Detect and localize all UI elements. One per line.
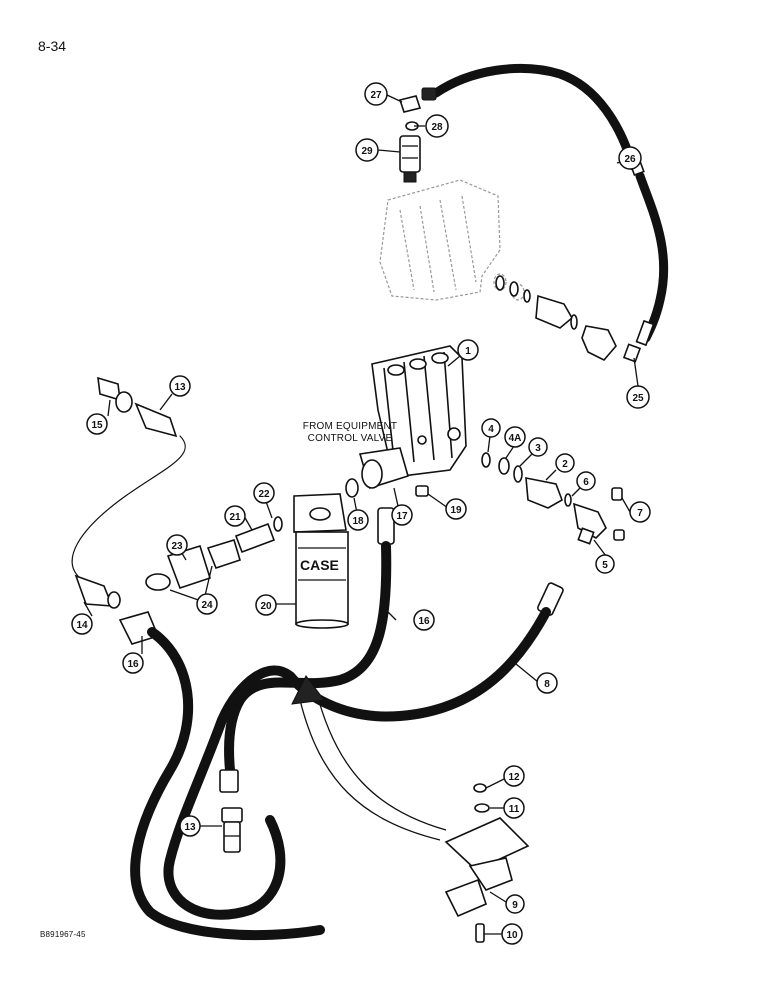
callout-4a: 4A — [504, 426, 526, 448]
callout-5: 5 — [595, 554, 615, 574]
clamp-assembly — [444, 783, 530, 943]
callout-4: 4 — [481, 418, 501, 438]
svg-text:14: 14 — [76, 620, 88, 631]
svg-text:29: 29 — [361, 146, 373, 157]
filter-brand-label: CASE — [300, 557, 339, 573]
callout-23: 23 — [166, 534, 188, 556]
callout-13-top: 13 — [169, 375, 191, 397]
svg-text:20: 20 — [260, 601, 272, 612]
svg-text:24: 24 — [201, 600, 213, 611]
callout-19: 19 — [445, 498, 467, 520]
svg-text:27: 27 — [370, 90, 382, 101]
svg-text:18: 18 — [352, 516, 364, 527]
callout-15: 15 — [86, 413, 108, 435]
hose-16-left — [118, 611, 325, 941]
svg-text:13: 13 — [184, 822, 196, 833]
svg-text:4A: 4A — [509, 433, 522, 444]
callout-9: 9 — [505, 894, 525, 914]
callout-16-center: 16 — [413, 609, 435, 631]
flow-note-line-1: FROM EQUIPMENT — [302, 421, 398, 432]
callout-3: 3 — [528, 437, 548, 457]
filter-inlet-fittings — [145, 516, 283, 591]
hose-26 — [421, 63, 669, 347]
svg-text:25: 25 — [632, 393, 644, 404]
hose-8 — [163, 582, 564, 920]
callout-2: 2 — [555, 453, 575, 473]
svg-text:10: 10 — [506, 930, 518, 941]
svg-text:15: 15 — [91, 420, 103, 431]
callout-20: 20 — [255, 594, 277, 616]
svg-text:23: 23 — [171, 541, 183, 552]
flow-note: FROM EQUIPMENT CONTROL VALVE — [280, 421, 420, 445]
svg-text:16: 16 — [127, 659, 139, 670]
svg-text:11: 11 — [509, 804, 520, 815]
callout-6: 6 — [576, 471, 596, 491]
callout-12: 12 — [503, 765, 525, 787]
callout-11: 11 — [503, 797, 525, 819]
svg-text:16: 16 — [418, 616, 430, 627]
callout-24: 24 — [196, 593, 218, 615]
svg-text:13: 13 — [174, 382, 186, 393]
svg-text:19: 19 — [450, 505, 462, 516]
callout-21: 21 — [224, 505, 246, 527]
callout-13-bottom: 13 — [179, 815, 201, 837]
svg-text:26: 26 — [624, 154, 636, 165]
svg-text:21: 21 — [229, 512, 241, 523]
svg-text:2: 2 — [562, 459, 568, 470]
callout-18: 18 — [347, 509, 369, 531]
svg-text:6: 6 — [583, 477, 589, 488]
callout-29: 29 — [355, 138, 379, 162]
callout-8: 8 — [536, 672, 558, 694]
page-number: 8-34 — [38, 38, 67, 54]
flow-note-line-2: CONTROL VALVE — [307, 433, 393, 444]
top-fittings — [398, 95, 422, 183]
callout-17: 17 — [391, 504, 413, 526]
svg-text:4: 4 — [488, 424, 494, 435]
svg-text:3: 3 — [535, 443, 541, 454]
figure-code: B891967-45 — [40, 930, 86, 939]
svg-text:7: 7 — [637, 508, 643, 519]
svg-text:22: 22 — [258, 489, 270, 500]
filter-20: CASE — [293, 493, 349, 629]
svg-text:12: 12 — [508, 772, 520, 783]
valve-inlet-fittings — [345, 447, 429, 498]
callout-22: 22 — [253, 482, 275, 504]
callout-28: 28 — [425, 114, 449, 138]
svg-text:17: 17 — [396, 511, 408, 522]
valve-outlet-fittings — [481, 452, 625, 545]
callout-14: 14 — [71, 613, 93, 635]
callout-26: 26 — [618, 146, 642, 170]
callout-25: 25 — [626, 385, 650, 409]
svg-text:9: 9 — [512, 900, 518, 911]
fitting-13-lower — [221, 807, 243, 853]
callout-10: 10 — [501, 923, 523, 945]
svg-text:1: 1 — [465, 346, 471, 357]
upper-fitting-chain — [495, 275, 642, 363]
svg-text:8: 8 — [544, 679, 550, 690]
control-valve-1 — [371, 345, 467, 477]
callout-16-left: 16 — [122, 652, 144, 674]
svg-text:5: 5 — [602, 560, 608, 571]
callout-1: 1 — [457, 339, 479, 361]
callout-7: 7 — [629, 501, 651, 523]
svg-text:28: 28 — [431, 122, 443, 133]
flow-arrow — [291, 675, 447, 841]
callout-bubbles: 27 28 29 26 25 1 — [71, 82, 651, 945]
callout-27: 27 — [364, 82, 388, 106]
thin-line-13-14 — [71, 376, 186, 609]
